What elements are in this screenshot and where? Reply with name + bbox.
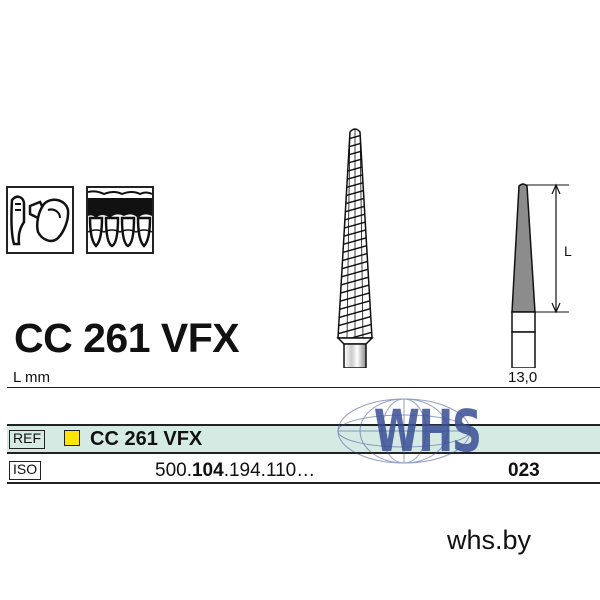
iso-tag: ISO <box>9 461 42 480</box>
iso-number-bold: 104 <box>191 460 224 481</box>
length-label: L mm <box>13 369 50 386</box>
ref-code: CC 261 VFX <box>90 428 203 450</box>
site-url: whs.by <box>447 525 532 555</box>
bur-drawing-icon <box>336 128 374 368</box>
iso-size: 023 <box>508 460 540 481</box>
shank-color-swatch <box>64 430 80 446</box>
watermark-text: WHS <box>373 397 482 465</box>
whs-watermark-logo: WHS <box>336 396 482 466</box>
bur-silhouette-icon <box>511 183 569 368</box>
divider <box>7 482 600 484</box>
iso-number-suffix: .194.110… <box>223 460 316 481</box>
ref-row <box>7 424 600 454</box>
globe-watermark-icon <box>337 398 471 464</box>
crown-removal-icon <box>6 186 74 254</box>
dimension-label: L <box>564 243 572 259</box>
page-title: CC 261 VFX <box>14 315 240 361</box>
divider <box>7 387 600 388</box>
ref-tag: REF <box>9 430 45 449</box>
bridge-teeth-icon <box>86 186 154 254</box>
length-value: 13,0 <box>508 369 538 386</box>
iso-number-prefix: 500. <box>155 460 192 481</box>
iso-number: 500.104.194.110… <box>155 461 315 480</box>
